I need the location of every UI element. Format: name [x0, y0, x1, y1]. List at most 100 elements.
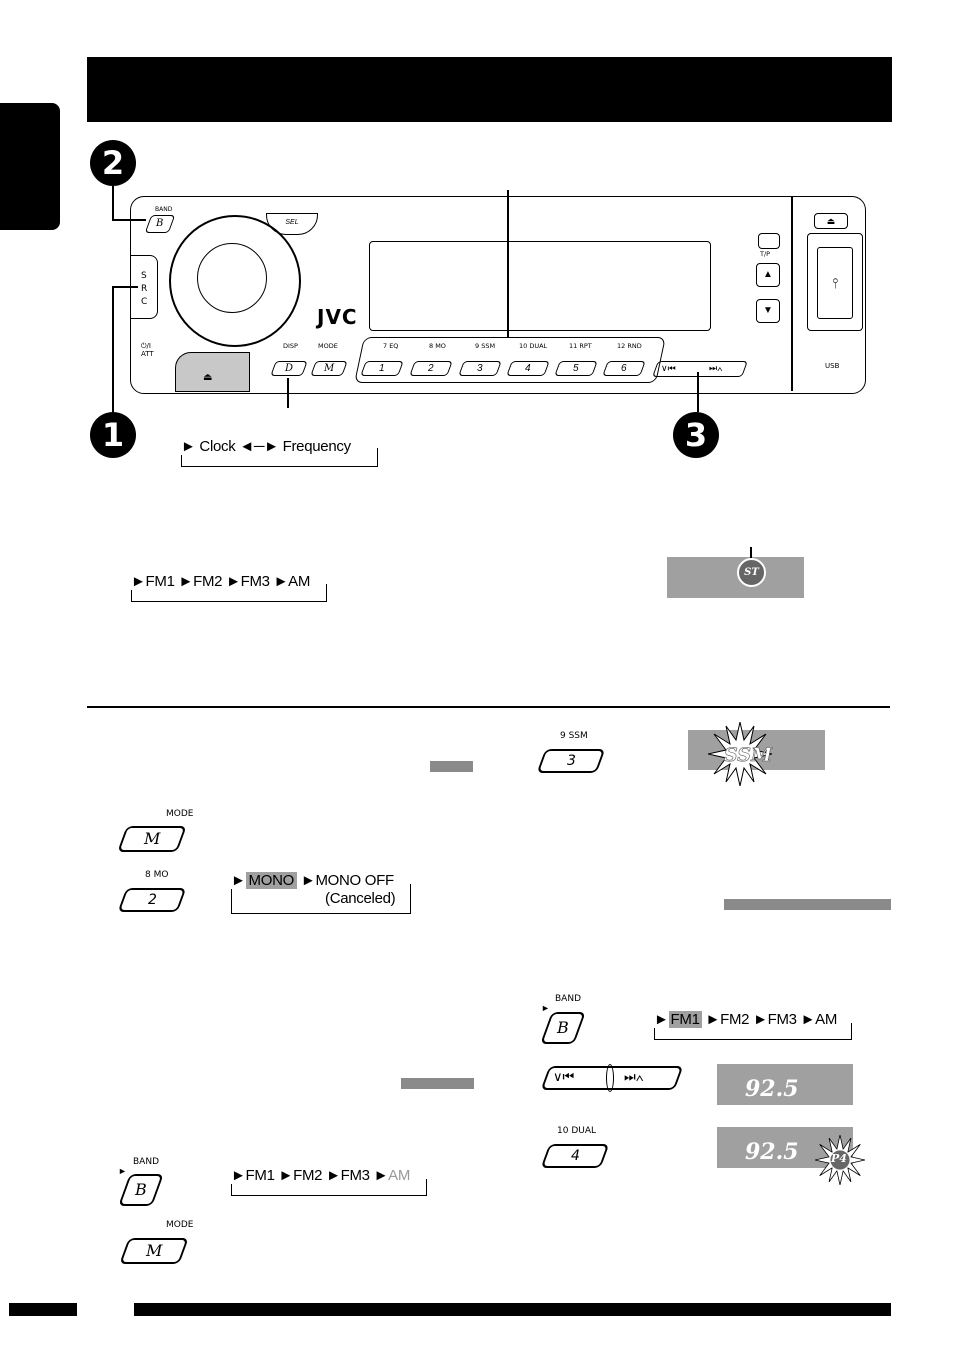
preset-button-1[interactable]: 1 [360, 361, 404, 376]
bands-right-sequence: ►FM1 ►FM2 ►FM3 ►AM [654, 1011, 844, 1028]
band-button-right[interactable]: B [540, 1012, 586, 1044]
down-button[interactable]: ▼ [756, 299, 780, 323]
usb-port[interactable]: ⫯ [817, 247, 853, 319]
callout-line-display [507, 190, 509, 338]
preset-button-3[interactable]: 3 [458, 361, 502, 376]
src-letter-r: R [141, 284, 148, 294]
dual-button[interactable]: 4 [540, 1144, 610, 1168]
seek-fwd-icon: ⏭∧ [709, 363, 723, 373]
eject-button[interactable]: ⏏ [814, 213, 848, 229]
bands-top-sequence: ►FM1 ►FM2 ►FM3 ►AM [131, 573, 317, 590]
mono-label: MONO [245, 872, 298, 889]
up-button[interactable]: ▲ [756, 263, 780, 287]
preset-label-10: 10 DUAL [519, 342, 548, 350]
faceplate-divider [791, 197, 793, 391]
stereo-indicator: ST [737, 558, 766, 587]
band-bottom-fm2: FM2 [293, 1167, 323, 1184]
band-button-bottom[interactable]: B [118, 1174, 164, 1206]
callout-line-step2-h [112, 219, 146, 221]
display-window [369, 241, 711, 331]
footer-bar-right [134, 1303, 891, 1316]
volume-knob[interactable] [169, 215, 301, 347]
stereo-callout-line [750, 547, 752, 561]
freq-value-1: 92.5 [745, 1076, 799, 1102]
clock-label: Clock [199, 438, 236, 455]
band-bottom-am: AM [388, 1167, 411, 1184]
mono-canceled-label: (Canceled) [325, 890, 396, 907]
bands-top-bracket [131, 584, 327, 602]
mo-button-label: 8 MO [145, 870, 169, 880]
mode-button[interactable]: M [310, 361, 348, 376]
volume-knob-inner [197, 243, 267, 313]
disp-label: DISP [283, 342, 298, 350]
mo-button[interactable]: 2 [117, 888, 187, 912]
step-2-marker: 2 [90, 140, 136, 186]
src-button[interactable]: S R C [131, 255, 158, 319]
callout-line-step1-v [112, 286, 114, 412]
tp-label: T/P [760, 250, 771, 258]
callout-line-disp [287, 378, 289, 408]
mode-label: MODE [318, 342, 338, 350]
ssm-indicator: SSM [724, 744, 773, 767]
seek-back-icon: ∨⏮ [661, 363, 676, 373]
src-letter-c: C [141, 297, 148, 307]
ssm-button-label: 9 SSM [560, 731, 588, 741]
preset-button-4[interactable]: 4 [506, 361, 550, 376]
band-button-label-right: BAND [555, 994, 581, 1004]
eject-panel[interactable] [175, 352, 250, 392]
band-bottom-fm1: FM1 [245, 1167, 275, 1184]
band-right-fm2: FM2 [720, 1011, 750, 1028]
band-arrow-bottom: ► [118, 1166, 127, 1176]
stereo-display [667, 557, 804, 598]
disp-button[interactable]: D [270, 361, 308, 376]
preset-label-9: 9 SSM [475, 342, 496, 350]
clock-freq-bracket [181, 448, 378, 467]
bands-bottom-sequence: ►FM1 ►FM2 ►FM3 ►AM [231, 1167, 417, 1184]
band-bottom-fm3: FM3 [340, 1167, 370, 1184]
dual-button-label: 10 DUAL [557, 1126, 597, 1136]
ssm-button[interactable]: 3 [536, 749, 606, 773]
radio-faceplate: S R C BAND B SEL ⏻/I ATT ⏏ JVC 7 EQ 8 MO… [130, 196, 866, 394]
mode-button-bottom[interactable]: M [119, 1238, 189, 1264]
seek-rocker-large-fwd: ⏭∧ [624, 1069, 644, 1084]
band-fm1: FM1 [145, 573, 175, 590]
mode-button-large[interactable]: M [117, 826, 187, 852]
preset-badge-burst [814, 1134, 866, 1186]
usb-label: USB [825, 362, 840, 370]
preset-label-7: 7 EQ [383, 342, 399, 350]
seq-arrow: ► [181, 438, 196, 455]
power-att-label: ⏻/I ATT [141, 342, 154, 358]
preset-label-12: 12 RND [617, 342, 642, 350]
freq-value-2: 92.5 [745, 1139, 799, 1165]
band-button[interactable]: B [144, 215, 176, 233]
preset-button-6[interactable]: 6 [602, 361, 646, 376]
bands-bottom-bracket [231, 1179, 427, 1196]
jvc-logo: JVC [317, 305, 358, 329]
mono-bracket [231, 884, 411, 914]
callout-line-step3 [697, 372, 699, 412]
gray-block-2 [401, 1078, 474, 1089]
mono-sequence: ►MONO ►MONO OFF [231, 872, 400, 889]
section-divider [87, 706, 890, 708]
mode-button-label-bottom: MODE [166, 1220, 194, 1230]
preset-label-11: 11 RPT [569, 342, 592, 350]
usb-cover[interactable] [807, 233, 863, 331]
preset-badge: P4 [831, 1152, 847, 1165]
step-1-marker: 1 [90, 412, 136, 458]
src-letter-s: S [141, 271, 147, 281]
footer-bar-left [9, 1303, 77, 1316]
mono-off-label: MONO OFF [315, 872, 394, 889]
band-arrow-right: ► [541, 1003, 550, 1013]
band-fm2: FM2 [193, 573, 223, 590]
tp-button[interactable] [758, 233, 780, 249]
bands-right-bracket [654, 1023, 852, 1040]
preset-label-8: 8 MO [429, 342, 446, 350]
callout-line-step1-h [112, 286, 138, 288]
band-fm3: FM3 [240, 573, 270, 590]
clock-freq-sequence: ► Clock ◄─► Frequency [181, 438, 357, 455]
preset-button-5[interactable]: 5 [554, 361, 598, 376]
freq-display-1 [717, 1064, 853, 1105]
header-bar [87, 57, 892, 122]
gray-block-3 [724, 899, 891, 910]
preset-button-2[interactable]: 2 [409, 361, 453, 376]
